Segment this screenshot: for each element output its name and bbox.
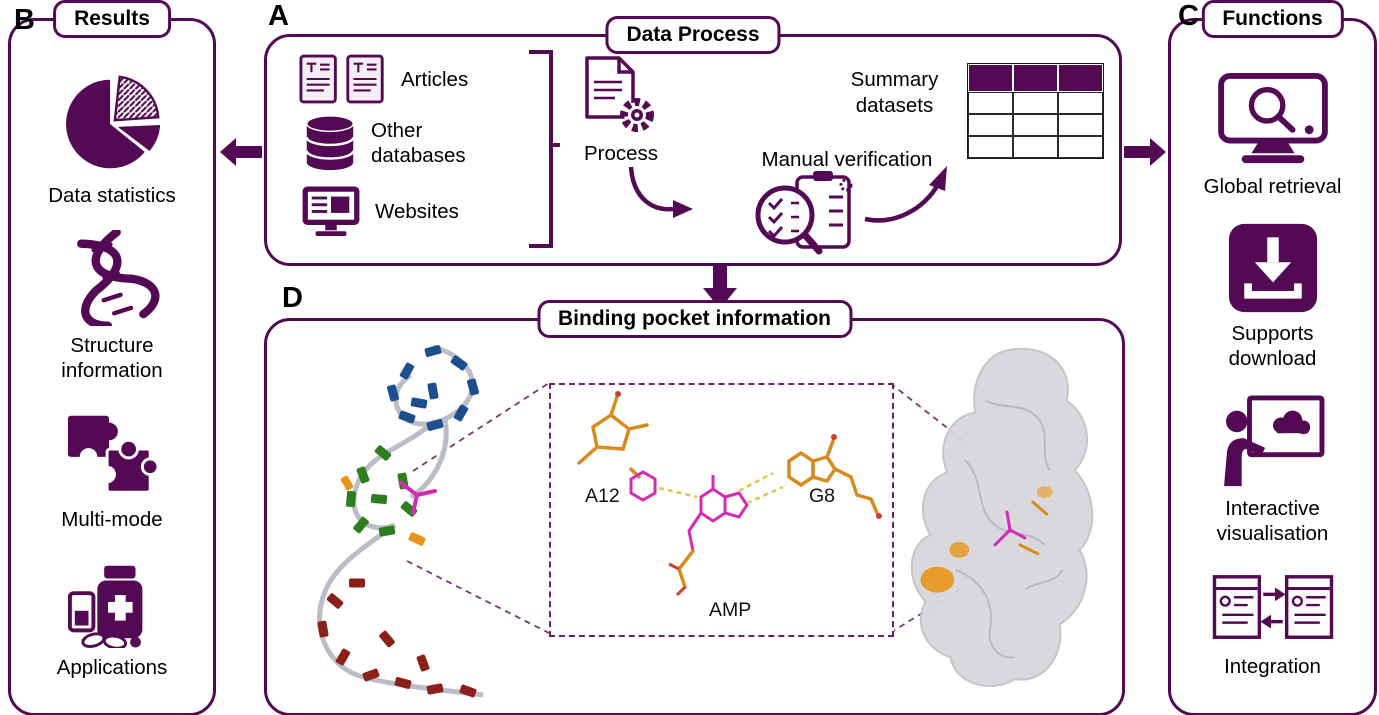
presentation-icon [1220, 395, 1326, 489]
manual-verification-icon [753, 169, 857, 257]
arrow-right-icon [1124, 136, 1166, 168]
process-icon [579, 55, 663, 139]
residue-label-a12: A12 [585, 485, 620, 507]
binding-pocket-sticks-graphic [577, 391, 882, 597]
monitor-search-icon [1217, 72, 1328, 167]
binding-pocket-zoom-box: A12 G8 AMP [549, 383, 894, 637]
source-label: Other databases [371, 119, 466, 167]
verification-label: Manual verification [761, 148, 933, 171]
panel-a-letter: A [268, 0, 289, 32]
panel-d-title: Binding pocket information [537, 300, 852, 338]
summary-table-graphic [967, 63, 1104, 159]
function-item-label: Integration [1224, 655, 1321, 679]
source-articles: Articles [299, 53, 468, 105]
panel-c-items: Global retrieval Supports download [1177, 49, 1368, 703]
source-label: Articles [401, 67, 469, 91]
download-icon [1227, 222, 1319, 314]
panel-b-letter: B [14, 4, 35, 36]
surface-structure-graphic [910, 347, 1094, 688]
function-item-interactive-visualisation: Interactive visualisation [1205, 395, 1340, 546]
bracket-glyph [519, 49, 561, 249]
panel-c-title: Functions [1201, 0, 1344, 38]
panel-b-items: Data statistics Structure information [17, 49, 207, 703]
websites-icon [301, 185, 361, 237]
panel-d-letter: D [282, 282, 303, 314]
process-label: Process [583, 142, 659, 165]
source-other-databases: Other databases [303, 113, 479, 173]
panel-d-binding-pocket: Binding pocket information [264, 300, 1125, 715]
panel-c-letter: C [1178, 0, 1199, 32]
result-item-label: Applications [56, 656, 168, 680]
function-item-label: Interactive visualisation [1216, 496, 1329, 545]
function-item-global-retrieval: Global retrieval [1203, 72, 1342, 199]
function-item-label: Global retrieval [1203, 174, 1342, 198]
source-label: Websites [375, 199, 459, 223]
summary-label: Summary datasets [850, 68, 939, 117]
function-item-integration: Integration [1212, 569, 1334, 679]
arrow-left-icon [220, 136, 262, 168]
pie-chart-icon [60, 72, 164, 176]
result-item-data-statistics: Data statistics [48, 72, 176, 208]
puzzle-icon [62, 406, 162, 500]
panel-b-title: Results [53, 0, 171, 38]
function-item-label: Supports download [1228, 322, 1317, 371]
articles-icon [299, 53, 387, 105]
arrow-down-icon [703, 264, 737, 310]
curved-arrow-up-icon [859, 163, 954, 225]
result-item-applications: Applications [56, 554, 168, 680]
medicine-icon [63, 554, 161, 649]
integration-icon [1212, 569, 1334, 647]
source-websites: Websites [301, 185, 459, 237]
panel-a-data-process: Data Process Articles [264, 16, 1122, 266]
rna-structure-graphic [317, 344, 484, 698]
dna-icon [64, 230, 160, 327]
function-item-supports-download: Supports download [1213, 222, 1333, 371]
panel-c-functions: Functions Global retrieval [1168, 0, 1377, 715]
result-item-multi-mode: Multi-mode [61, 406, 163, 532]
curved-arrow-down-icon [623, 163, 695, 221]
ligand-label-amp: AMP [709, 599, 752, 621]
databases-icon [303, 113, 357, 173]
panel-b-results: Results Data statistics [8, 0, 216, 715]
result-item-label: Data statistics [48, 183, 176, 207]
panel-a-title: Data Process [605, 16, 781, 54]
residue-label-g8: G8 [809, 485, 836, 507]
result-item-label: Structure information [61, 334, 163, 383]
result-item-label: Multi-mode [61, 507, 163, 531]
result-item-structure-information: Structure information [37, 230, 187, 383]
